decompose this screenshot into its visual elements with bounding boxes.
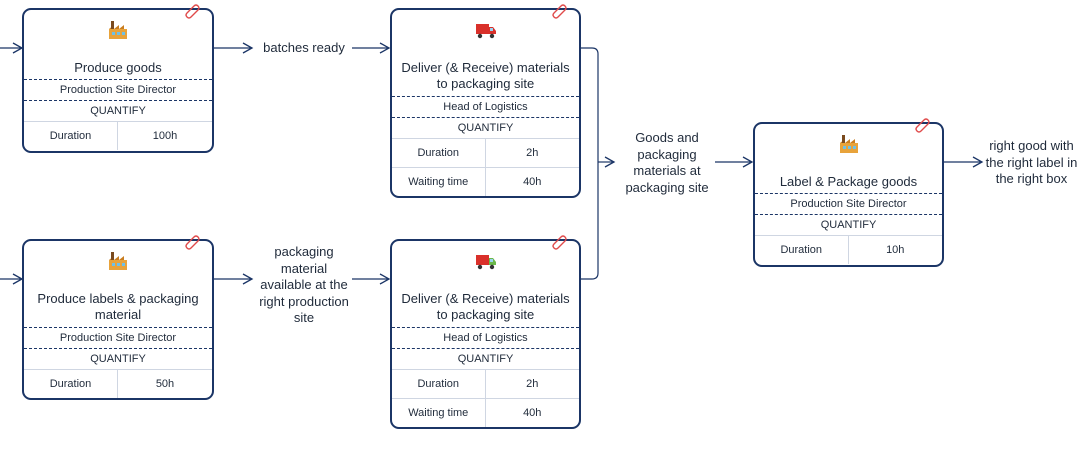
- card-metric-row: Duration 2h: [392, 369, 579, 398]
- metric-label: Duration: [24, 370, 118, 398]
- flow-label-packaging-material: packaging material available at the righ…: [259, 244, 349, 325]
- metric-label: Waiting time: [392, 168, 486, 196]
- process-card-label-package[interactable]: Label & Package goods Production Site Di…: [753, 118, 944, 267]
- metric-value: 40h: [523, 407, 542, 419]
- card-mode: QUANTIFY: [755, 214, 942, 234]
- card-mode: QUANTIFY: [392, 348, 579, 368]
- card-title: Label & Package goods: [779, 174, 918, 189]
- card-metric-row: Waiting time 40h: [392, 398, 579, 427]
- paperclip-icon[interactable]: [184, 234, 200, 255]
- metric-value: 2h: [526, 378, 539, 390]
- metric-value: 2h: [526, 147, 539, 159]
- metric-value: 10h: [886, 244, 905, 256]
- metric-value: 100h: [152, 130, 178, 142]
- card-owner: Production Site Director: [755, 193, 942, 213]
- metric-label: Duration: [392, 139, 486, 167]
- metric-value: 50h: [155, 378, 175, 390]
- card-mode: QUANTIFY: [24, 100, 212, 120]
- card-mode: QUANTIFY: [24, 348, 212, 368]
- truck-icon: [475, 250, 497, 277]
- card-owner: Production Site Director: [24, 79, 212, 99]
- factory-icon: [838, 133, 860, 160]
- card-metric-row: Waiting time 40h: [392, 167, 579, 196]
- metric-value: 40h: [523, 176, 542, 188]
- edge-deliver-bottom-merge: [581, 162, 599, 280]
- paperclip-icon[interactable]: [551, 3, 567, 24]
- card-title: Deliver (& Receive) materials to packagi…: [401, 60, 570, 91]
- paperclip-icon[interactable]: [184, 3, 200, 24]
- edge-deliver-top-merge: [581, 47, 599, 162]
- truck-icon: [475, 19, 497, 46]
- card-metric-row: Duration 50h: [24, 369, 212, 398]
- card-title: Produce goods: [74, 60, 162, 75]
- process-card-deliver-top[interactable]: Deliver (& Receive) materials to packagi…: [390, 4, 581, 198]
- card-owner: Head of Logistics: [392, 327, 579, 347]
- factory-icon: [107, 19, 129, 46]
- flow-label-batches-ready: batches ready: [263, 40, 345, 55]
- card-title: Deliver (& Receive) materials to packagi…: [401, 291, 570, 322]
- process-card-produce-goods[interactable]: Produce goods Production Site Director Q…: [22, 4, 214, 153]
- card-mode: QUANTIFY: [392, 117, 579, 137]
- paperclip-icon[interactable]: [914, 117, 930, 138]
- paperclip-icon[interactable]: [551, 234, 567, 255]
- metric-label: Duration: [24, 122, 118, 150]
- card-title: Produce labels & packaging material: [37, 291, 199, 322]
- metric-label: Duration: [755, 236, 849, 264]
- process-card-deliver-bottom[interactable]: Deliver (& Receive) materials to packagi…: [390, 235, 581, 429]
- metric-label: Duration: [392, 370, 486, 398]
- card-owner: Production Site Director: [24, 327, 212, 347]
- metric-label: Waiting time: [392, 399, 486, 427]
- flow-label-right-good: right good with the right label in the r…: [985, 138, 1078, 186]
- card-metric-row: Duration 2h: [392, 138, 579, 167]
- card-metric-row: Duration 10h: [755, 235, 942, 264]
- factory-icon: [107, 250, 129, 277]
- card-owner: Head of Logistics: [392, 96, 579, 116]
- flow-label-goods-and-materials: Goods and packaging materials at packagi…: [625, 130, 709, 195]
- process-card-produce-labels[interactable]: Produce labels & packaging material Prod…: [22, 235, 214, 400]
- card-metric-row: Duration 100h: [24, 121, 212, 150]
